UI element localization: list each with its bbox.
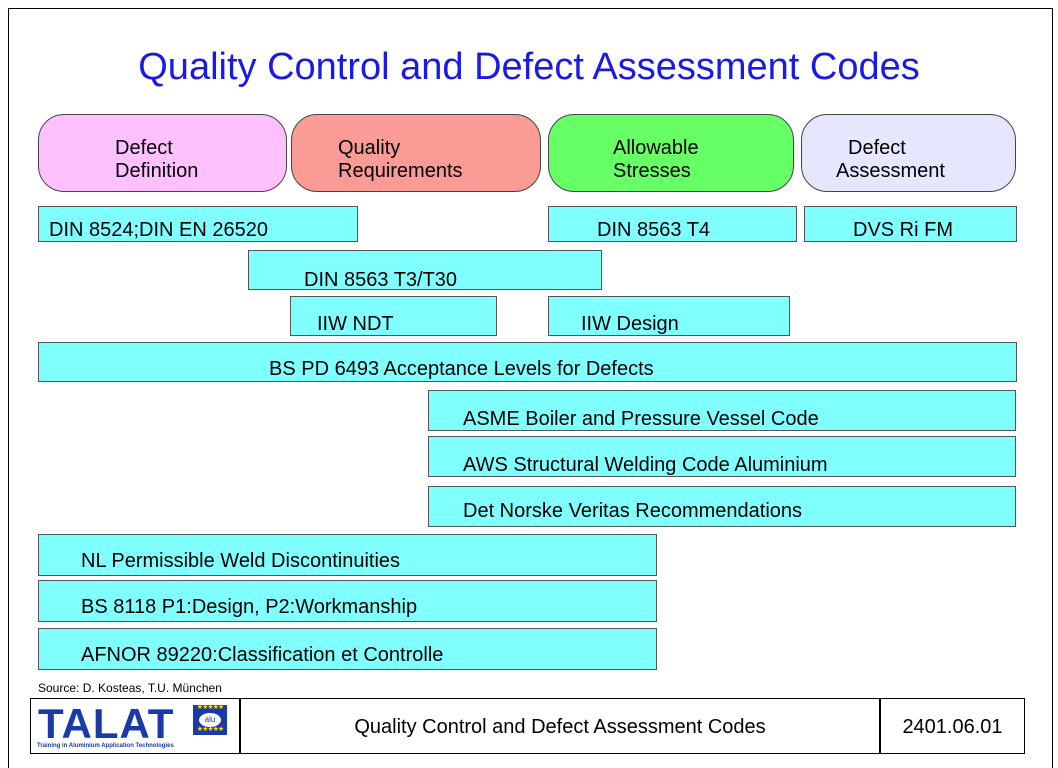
eu-stars-icon: ★★★★★ alu ★★★★★ — [193, 704, 227, 735]
code-bar: Det Norske Veritas Recommendations — [428, 486, 1016, 527]
category-label-line2: Assessment — [836, 160, 945, 182]
code-bar: ASME Boiler and Pressure Vessel Code — [428, 390, 1016, 431]
code-bar: NL Permissible Weld Discontinuities — [38, 534, 657, 576]
footer-title: Quality Control and Defect Assessment Co… — [354, 716, 766, 738]
category-label-line1: Defect — [115, 137, 173, 159]
code-bar: BS 8118 P1:Design, P2:Workmanship — [38, 580, 657, 622]
category-label-line2: Definition — [115, 160, 199, 182]
category-label-line1: Quality — [338, 137, 401, 159]
code-label: IIW Design — [581, 313, 679, 335]
code-label: DIN 8524;DIN EN 26520 — [49, 219, 269, 241]
code-bar: IIW Design — [548, 296, 790, 336]
star-row-icon: ★★★★★ — [196, 704, 224, 711]
code-label: NL Permissible Weld Discontinuities — [81, 550, 401, 572]
footer-logo-cell: TALAT ★★★★★ alu ★★★★★ Training in Alumin… — [30, 698, 240, 754]
code-bar: AFNOR 89220:Classification et Controlle — [38, 628, 657, 670]
code-label: BS 8118 P1:Design, P2:Workmanship — [81, 596, 418, 618]
talat-logo: TALAT — [38, 700, 175, 747]
code-label: AFNOR 89220:Classification et Controlle — [81, 644, 444, 666]
category-defect-assessment: Defect Assessment — [801, 114, 1016, 192]
code-bar: IIW NDT — [290, 296, 497, 336]
slide-number: 2401.06.01 — [902, 716, 1003, 738]
category-label-line1: Defect — [848, 137, 906, 159]
star-row-icon: ★★★★★ — [196, 726, 224, 733]
code-bar: BS PD 6493 Acceptance Levels for Defects — [38, 342, 1017, 382]
slide-frame — [8, 8, 1053, 768]
code-label: BS PD 6493 Acceptance Levels for Defects — [269, 358, 654, 380]
code-label: DIN 8563 T4 — [597, 219, 711, 241]
code-label: IIW NDT — [317, 313, 394, 335]
code-label: ASME Boiler and Pressure Vessel Code — [463, 408, 819, 430]
code-bar: AWS Structural Welding Code Aluminium — [428, 436, 1016, 477]
slide-title: Quality Control and Defect Assessment Co… — [138, 46, 920, 88]
category-quality-requirements: Quality Requirements — [291, 114, 541, 192]
logo-subtitle: Training in Aluminium Application Techno… — [37, 743, 174, 749]
code-bar: DIN 8563 T4 — [548, 206, 797, 242]
logo-badge: alu — [199, 713, 221, 727]
category-allowable-stresses: Allowable Stresses — [548, 114, 794, 192]
category-label-line2: Stresses — [613, 160, 691, 182]
code-label: DIN 8563 T3/T30 — [304, 269, 458, 291]
code-label: Det Norske Veritas Recommendations — [463, 500, 803, 522]
category-label-line2: Requirements — [338, 160, 463, 182]
code-bar: DIN 8563 T3/T30 — [248, 250, 602, 291]
code-bar: DVS Ri FM — [804, 206, 1017, 242]
code-bar: DIN 8524;DIN EN 26520 — [38, 206, 358, 242]
footer-title-cell: Quality Control and Defect Assessment Co… — [240, 698, 880, 754]
source-note: Source: D. Kosteas, T.U. München — [38, 681, 222, 695]
category-label-line1: Allowable — [613, 137, 699, 159]
code-label: AWS Structural Welding Code Aluminium — [463, 454, 828, 476]
footer-number-cell: 2401.06.01 — [880, 698, 1025, 754]
code-label: DVS Ri FM — [853, 219, 953, 241]
category-defect-definition: Defect Definition — [38, 114, 287, 192]
